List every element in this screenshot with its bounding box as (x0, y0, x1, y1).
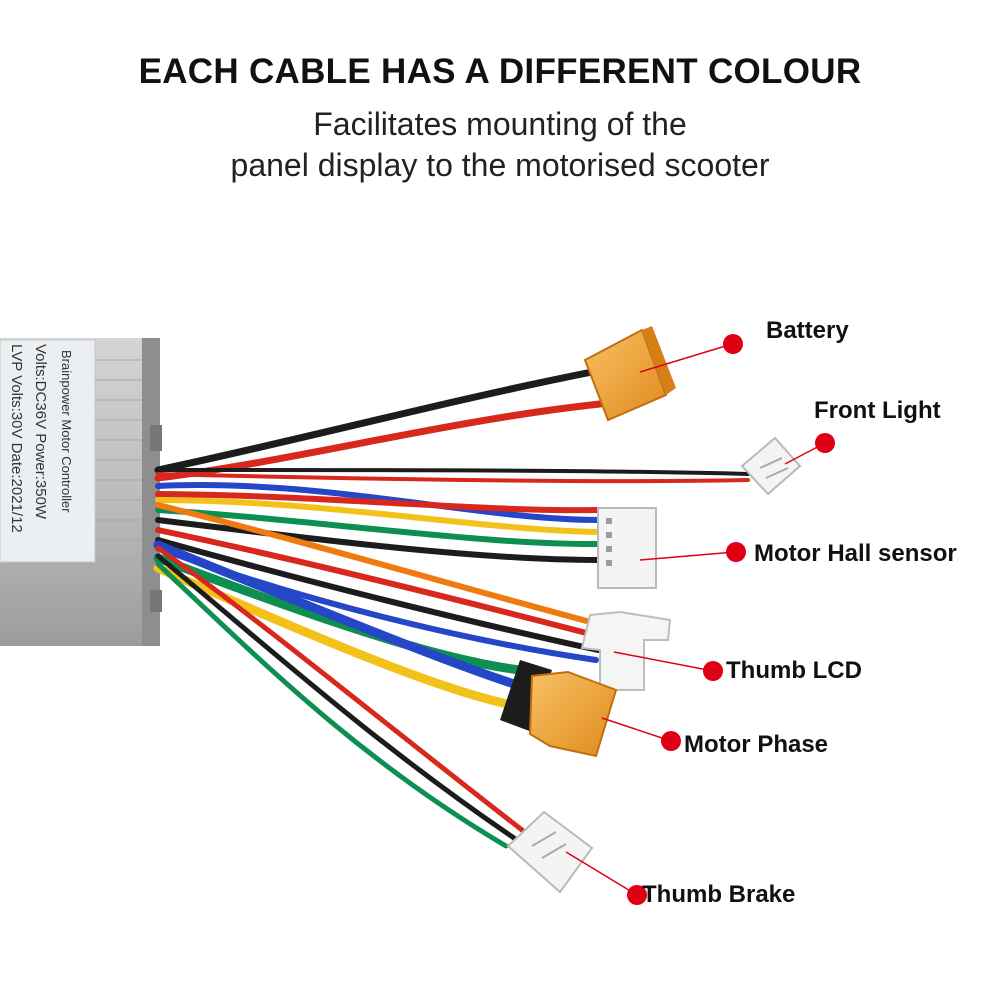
motor-phase-connector (500, 660, 618, 758)
battery-label: Battery (766, 317, 849, 344)
light-black-wire (156, 468, 750, 476)
thumb-brake-label: Thumb Brake (642, 881, 796, 908)
subtitle-line-2: panel display to the motorised scooter (230, 147, 770, 183)
thumb-brake-marker (627, 885, 647, 905)
motor-hall-sensor-label: Motor Hall sensor (754, 540, 957, 567)
battery-connector (583, 326, 676, 422)
battery-black-wire (154, 368, 596, 474)
controller-label-line-1: Brainpower Motor Controller (59, 350, 74, 513)
lcd-orange-wire (155, 502, 601, 627)
controller-label: Brainpower Motor Controller Volts:DC36V … (8, 344, 74, 533)
lcd-black-wire (155, 537, 601, 653)
battery-red-wire (154, 400, 604, 482)
battery-marker (723, 334, 743, 354)
brake-green-wire (155, 561, 509, 849)
hall-green-wire (155, 507, 601, 548)
brake-red-wire (155, 545, 525, 833)
light-red-wire (156, 472, 750, 484)
thumb-lcd-marker (703, 661, 723, 681)
front-light-label: Front Light (814, 397, 941, 424)
hall-black-wire (155, 517, 601, 563)
motor-phase-marker (661, 731, 681, 751)
lcd-red-wire (155, 527, 601, 639)
page-title: EACH CABLE HAS A DIFFERENT COLOUR (138, 52, 862, 91)
front-light-marker (815, 433, 835, 453)
brake-black-wire (155, 553, 517, 841)
controller-label-line-3: LVP Volts:30V Date:2021/12 (8, 344, 25, 533)
hall-sensor-connector (597, 507, 657, 589)
subtitle-line-1: Facilitates mounting of the (313, 106, 687, 142)
hall-sensor-marker (726, 542, 746, 562)
thumb-brake-connector (506, 810, 594, 894)
hall-red-wire (155, 491, 601, 514)
thumb-lcd-label: Thumb LCD (726, 657, 862, 684)
motor-controller: Brainpower Motor Controller Volts:DC36V … (0, 338, 162, 646)
marker-dots (627, 334, 835, 905)
wire-harness (153, 368, 750, 849)
motor-phase-label: Motor Phase (684, 731, 829, 758)
controller-label-line-2: Volts:DC36V Power:350W (32, 344, 49, 520)
hall-blue-wire (155, 481, 601, 523)
hall-yellow-wire (155, 497, 601, 535)
phase-blue-wire (153, 540, 525, 691)
thumb-lcd-connector (580, 610, 672, 691)
leader-lines (565, 343, 826, 896)
front-light-connector (740, 436, 802, 496)
